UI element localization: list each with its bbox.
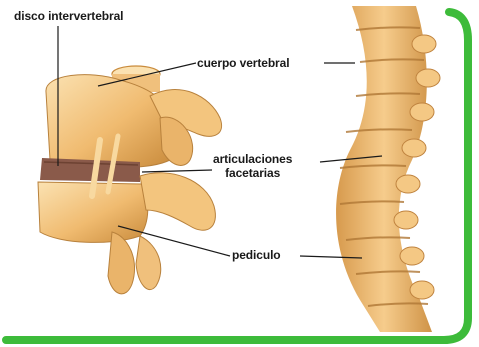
vertebra-detail [38, 66, 222, 294]
label-articulaciones-line1: articulaciones [213, 152, 292, 166]
label-pediculo: pediculo [232, 248, 281, 262]
leader-pediculo-left [118, 226, 230, 256]
leader-artic-left [142, 170, 212, 172]
label-articulaciones-line2: facetarias [213, 166, 292, 180]
label-articulaciones-facetarias: articulaciones facetarias [213, 152, 292, 180]
label-cuerpo-vertebral: cuerpo vertebral [197, 56, 289, 70]
label-disco-intervertebral: disco intervertebral [14, 9, 123, 23]
spine-column [336, 6, 440, 332]
